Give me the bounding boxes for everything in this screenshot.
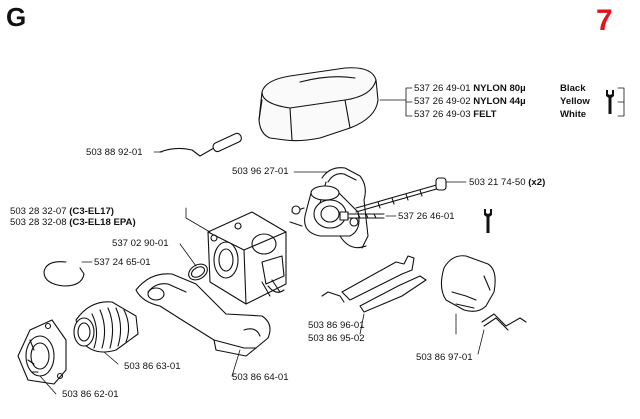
choke-rod-label: 503 88 92-01 xyxy=(86,147,143,158)
wrench-icon xyxy=(606,90,614,114)
filter-cover-part-number-1: 537 26 49-01 NYLON 80µ xyxy=(414,83,526,94)
intake-hose-label: 503 86 63-01 xyxy=(124,361,181,372)
intake-manifold-label: 503 86 64-01 xyxy=(232,372,289,383)
throttle-rods-part xyxy=(321,255,427,313)
filter-cover-part-number-3: 537 26 49-03 FELT xyxy=(414,109,497,120)
circlip-part xyxy=(43,261,85,287)
throttle-body-part xyxy=(289,185,367,249)
carburetor-label-1: 503 28 32-07 (C3-EL17) xyxy=(10,206,114,217)
stud-part xyxy=(339,211,385,221)
spring-label: 503 86 97-01 xyxy=(416,352,473,363)
circlip-label: 537 24 65-01 xyxy=(94,257,151,268)
filter-cover-part-number-2: 537 26 49-02 NYLON 44µ xyxy=(414,96,526,107)
intake-hose-part xyxy=(73,301,139,353)
wrench-icon xyxy=(484,209,492,233)
section-letter: G xyxy=(6,2,27,32)
gasket-part xyxy=(188,263,208,281)
filter-cover-color-1: Black xyxy=(560,83,586,94)
page-number: 7 xyxy=(596,4,613,37)
switch-cover-part xyxy=(440,255,496,312)
intake-manifold-part xyxy=(135,273,271,357)
filter-cover-color-3: White xyxy=(560,109,587,120)
carburetor-label-2: 503 28 32-08 (C3-EL18 EPA) xyxy=(10,217,136,228)
filter-cover-color-2: Yellow xyxy=(560,96,590,107)
flange-label: 503 86 62-01 xyxy=(62,389,119,400)
bolt-label: 503 21 74-50 (x2) xyxy=(469,177,546,188)
bracket-label: 503 96 27-01 xyxy=(232,166,289,177)
gasket-label: 537 02 90-01 xyxy=(112,238,169,249)
throttle-rod-label-1: 503 86 96-01 xyxy=(308,320,365,331)
bolt-part xyxy=(355,177,447,213)
choke-rod-part xyxy=(159,132,242,157)
stud-label: 537 26 46-01 xyxy=(398,211,455,222)
spring-clip-part xyxy=(481,313,527,331)
filter-cover-part xyxy=(258,67,379,142)
flange-part xyxy=(17,319,67,385)
throttle-rod-label-2: 503 86 95-02 xyxy=(308,333,365,344)
carburetor-part xyxy=(207,211,287,305)
